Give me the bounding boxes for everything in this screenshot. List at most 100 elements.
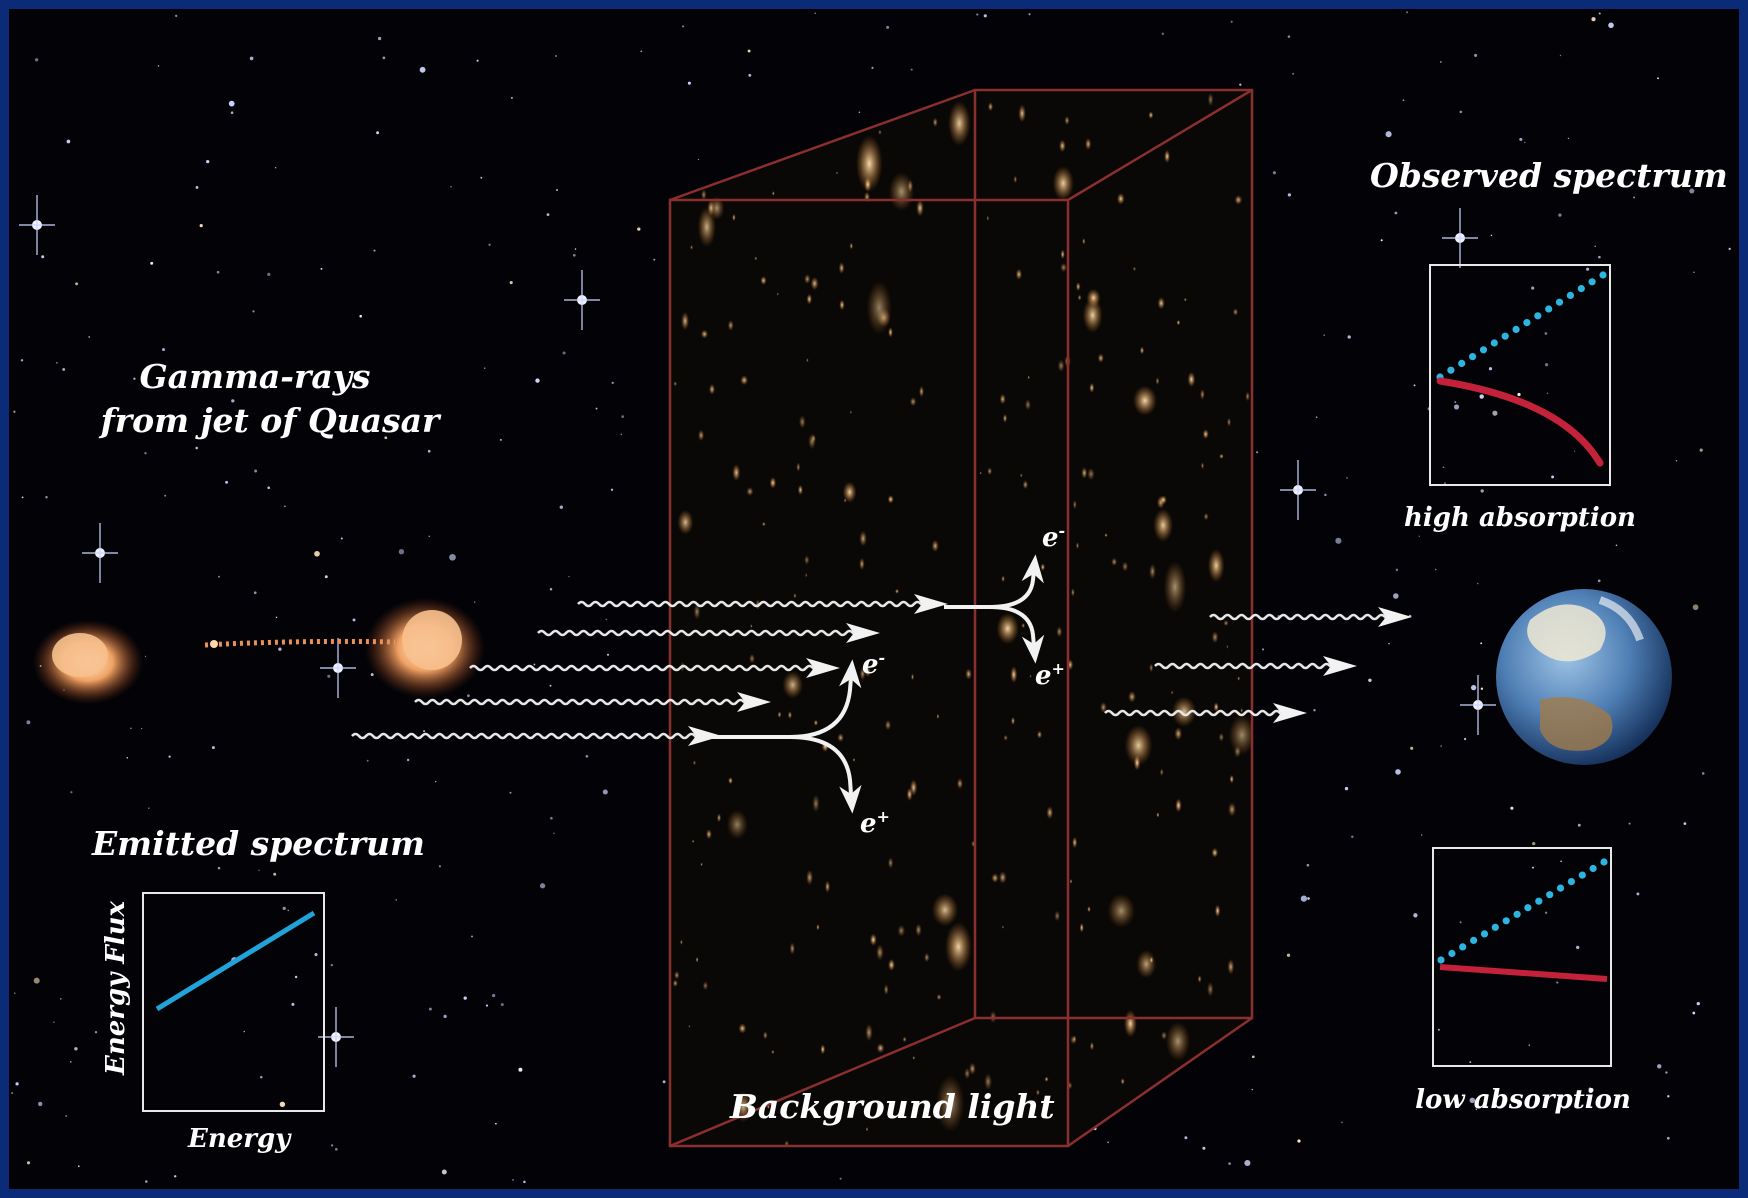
galaxy [1149, 563, 1156, 580]
star [595, 407, 598, 410]
galaxy [750, 624, 753, 629]
star [231, 399, 235, 403]
star [1586, 267, 1590, 271]
star [1437, 1028, 1440, 1031]
star [1459, 110, 1463, 114]
star [330, 963, 334, 967]
star [1488, 367, 1493, 371]
galaxy [911, 673, 914, 681]
galaxy [810, 276, 819, 291]
emitted-spectrum-plot: Energy Flux Energy [101, 892, 325, 1154]
spectrum-dot [1578, 871, 1586, 879]
star [398, 549, 405, 555]
electron-label-top: e [1042, 523, 1059, 553]
galaxy [887, 857, 894, 869]
star [45, 496, 48, 499]
star [145, 1180, 148, 1183]
galaxy [1149, 956, 1154, 964]
star [449, 553, 456, 561]
galaxy [878, 129, 882, 135]
galaxy [916, 199, 924, 217]
star [1480, 642, 1483, 645]
star [283, 505, 286, 508]
galaxy [1027, 375, 1030, 380]
star [605, 618, 607, 621]
star [572, 253, 576, 257]
star [1728, 247, 1731, 251]
galaxy [1056, 626, 1063, 638]
star [1479, 394, 1484, 399]
bright-star [1280, 460, 1316, 520]
star [1244, 1159, 1251, 1167]
star [254, 469, 258, 473]
galaxy [1046, 806, 1054, 820]
star [1532, 841, 1536, 846]
galaxy [869, 933, 877, 946]
star [1470, 684, 1477, 691]
star [1262, 648, 1264, 651]
galaxy [1021, 622, 1025, 629]
galaxy [760, 276, 767, 285]
star [555, 188, 559, 192]
spectrum-dot [1512, 325, 1520, 333]
star [1469, 1061, 1472, 1064]
galaxy [1001, 575, 1005, 583]
star [653, 258, 656, 261]
star [225, 480, 229, 484]
star [65, 1115, 67, 1117]
galaxy [888, 958, 895, 971]
star [88, 336, 90, 338]
star [164, 494, 167, 497]
star [553, 832, 555, 834]
star [267, 486, 271, 490]
galaxy [1123, 1010, 1137, 1038]
star [1453, 404, 1460, 410]
galaxy [888, 327, 893, 338]
star [1418, 535, 1420, 537]
galaxy [1107, 893, 1135, 928]
star [1657, 77, 1659, 80]
galaxy [813, 719, 819, 726]
star [1475, 1108, 1478, 1111]
star [1107, 1141, 1109, 1144]
star [1591, 17, 1596, 22]
galaxy [1079, 922, 1084, 933]
star [1413, 913, 1418, 918]
star [144, 451, 147, 455]
galaxy [1059, 139, 1066, 153]
star [291, 1002, 295, 1006]
star [549, 588, 553, 591]
star [606, 653, 610, 656]
galaxy [789, 942, 795, 955]
galaxy [931, 539, 939, 553]
background-light-box [668, 88, 1254, 1148]
galaxy [1060, 249, 1065, 260]
star [133, 377, 136, 380]
galaxy [806, 869, 814, 886]
galaxy [1075, 282, 1081, 292]
galaxy [1223, 620, 1229, 627]
galaxy [876, 1043, 885, 1053]
spectrum-dot [1556, 884, 1565, 892]
bright-star [564, 270, 600, 330]
galaxy [1073, 1035, 1076, 1043]
star [377, 36, 382, 41]
star [1443, 482, 1446, 485]
star [1531, 866, 1535, 869]
star [620, 433, 623, 436]
star [1666, 1136, 1670, 1140]
star [33, 977, 40, 984]
star [1251, 1055, 1255, 1059]
galaxy [1133, 385, 1157, 416]
galaxy [1111, 557, 1118, 567]
star [258, 869, 260, 871]
galaxy [811, 434, 816, 443]
star [1633, 196, 1636, 199]
galaxy [749, 653, 755, 664]
galaxy [1029, 674, 1032, 678]
star [157, 65, 160, 67]
galaxy [849, 242, 853, 250]
galaxy [702, 981, 709, 991]
star [267, 272, 271, 276]
spectrum-dot [1502, 917, 1510, 925]
